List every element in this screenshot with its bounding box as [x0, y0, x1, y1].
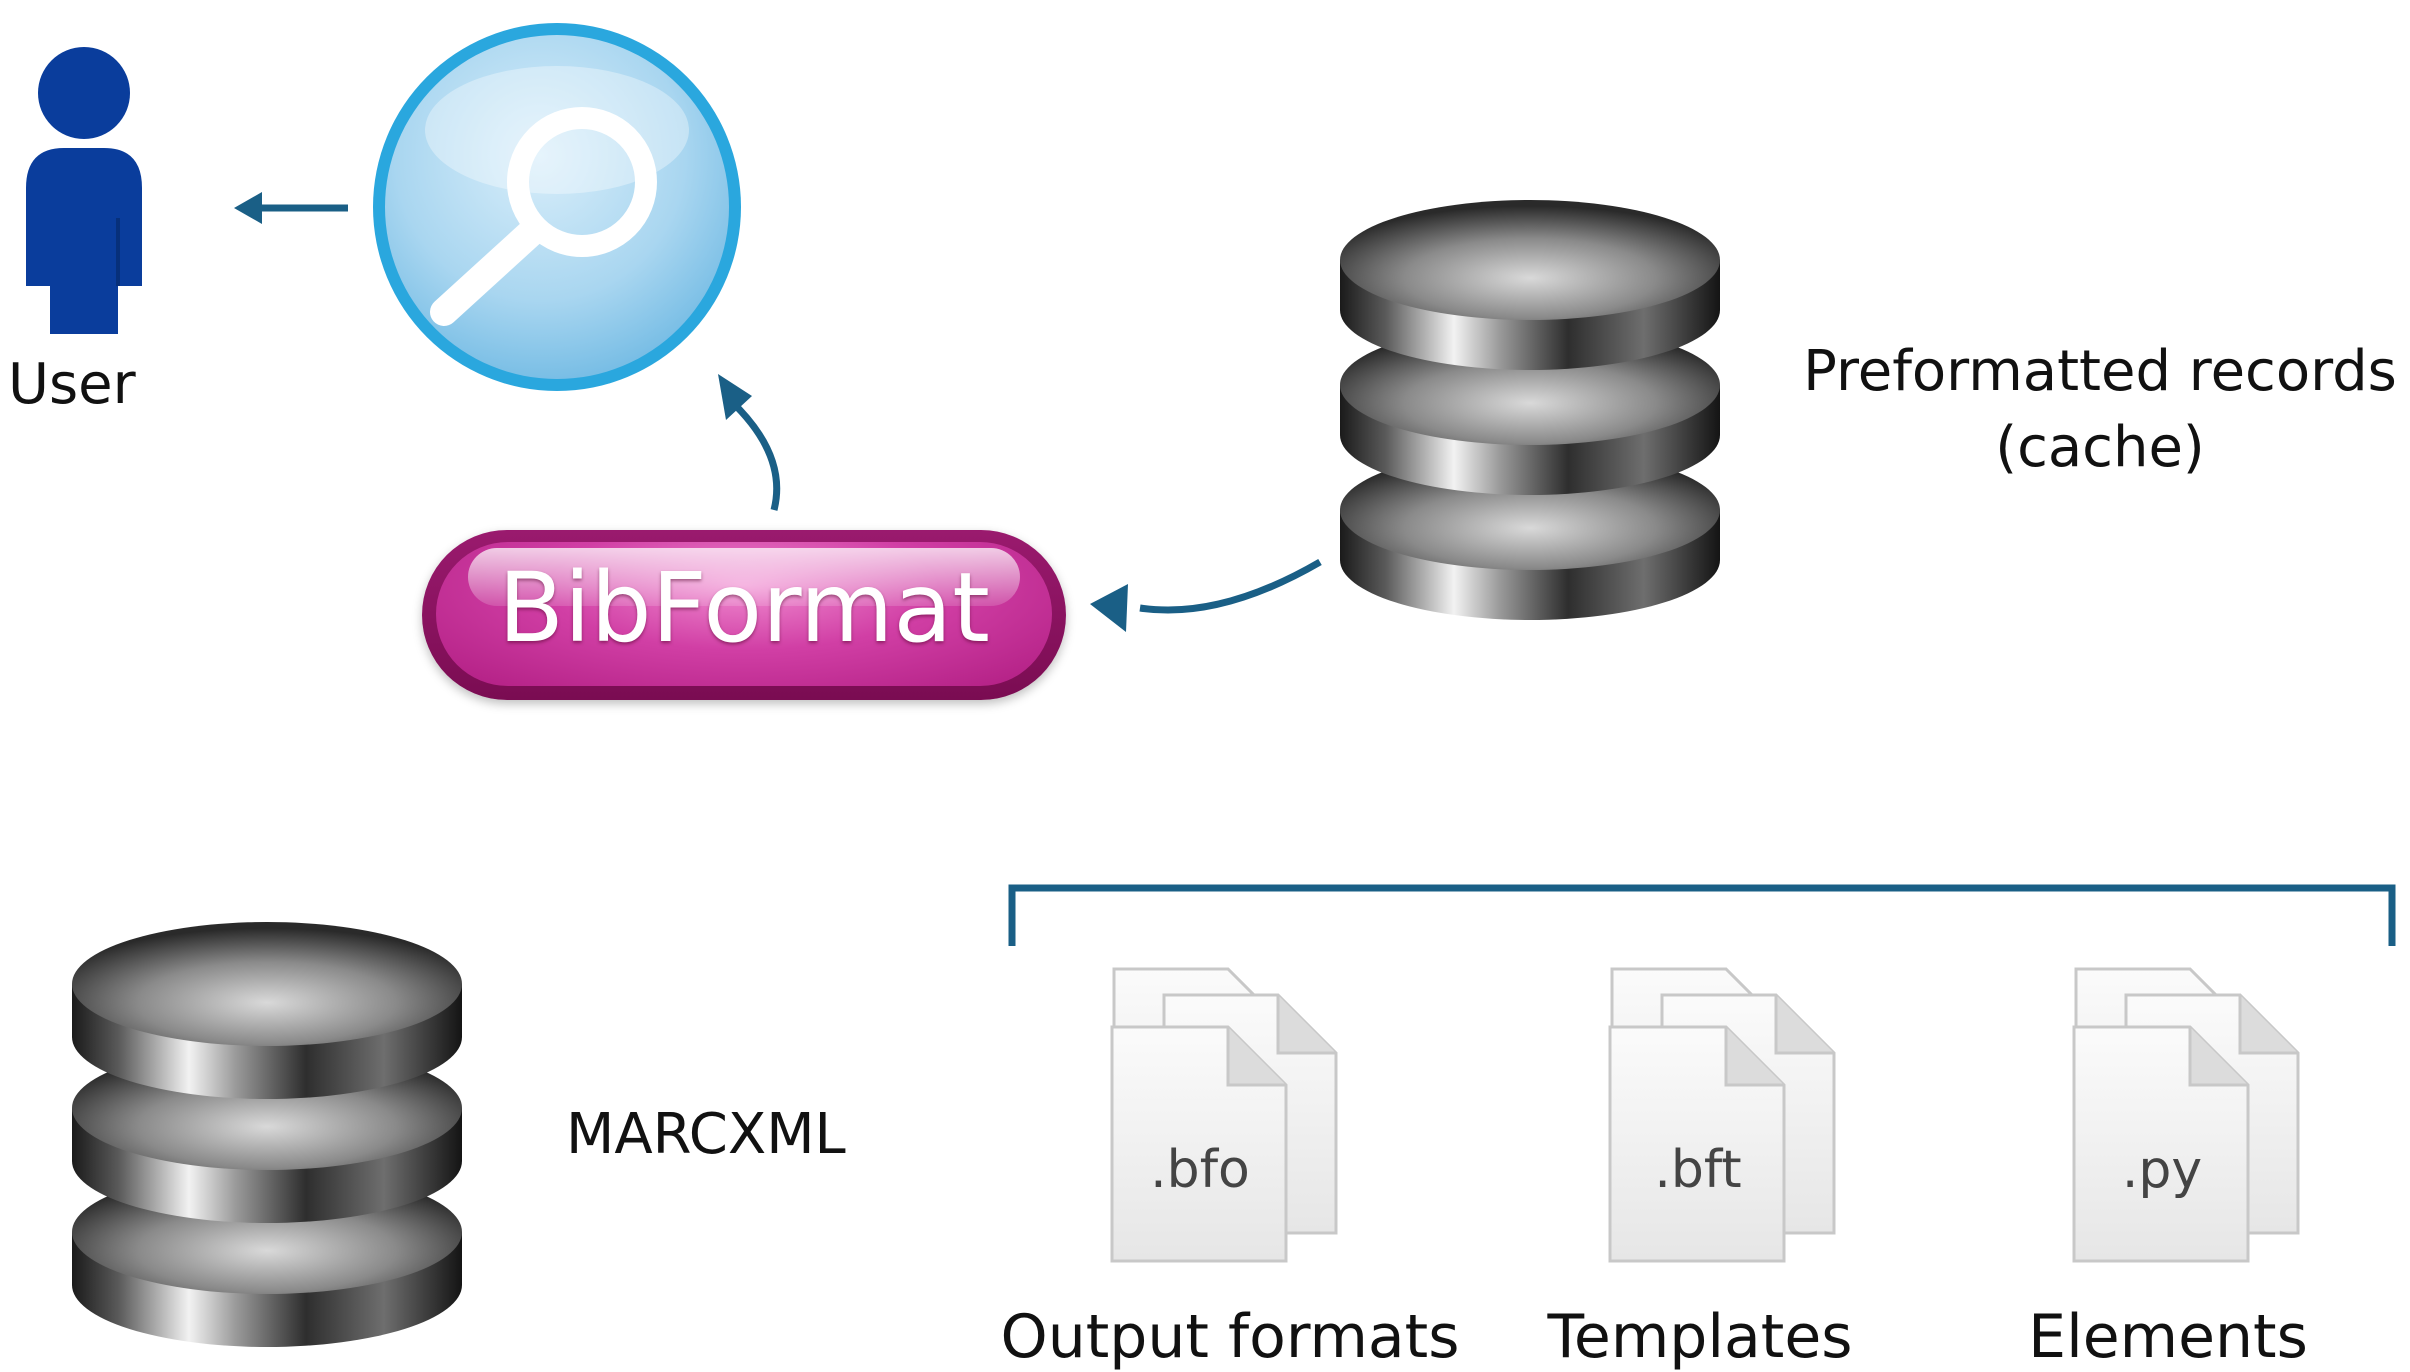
file-stack-py: .py [2070, 965, 2310, 1265]
file-stack-bfo: .bfo [1108, 965, 1348, 1265]
caption-templates: Templates [1547, 1302, 1853, 1372]
bibformat-label: BibFormat [498, 552, 990, 664]
bibformat-button[interactable]: BibFormat [422, 530, 1066, 700]
file-stack-bft: .bft [1606, 965, 1846, 1265]
file-stack-icon [2072, 967, 2300, 1263]
arrow-to-user [234, 192, 348, 224]
file-ext-label: .bft [1654, 1140, 1742, 1200]
cache-label-line1: Preformatted records [1803, 339, 2397, 404]
cache-label: Preformatted records (cache) [1800, 334, 2400, 486]
file-ext-label: .bfo [1150, 1140, 1250, 1200]
search-icon[interactable] [362, 12, 752, 402]
caption-output-formats: Output formats [1000, 1302, 1460, 1372]
caption-elements: Elements [2028, 1302, 2308, 1372]
file-ext-label: .py [2121, 1140, 2203, 1200]
file-stack-icon [1608, 967, 1836, 1263]
bracket [1008, 884, 2396, 946]
user-icon [26, 47, 142, 334]
file-stack-icon [1110, 967, 1338, 1263]
marcxml-database-icon [72, 922, 462, 1347]
arrow-to-search [718, 374, 781, 511]
marcxml-label: MARCXML [566, 1102, 846, 1167]
cache-label-line2: (cache) [1995, 415, 2205, 480]
cache-database-icon [1340, 200, 1720, 620]
bibformat-gloss [468, 548, 1020, 606]
arrow-to-bibformat [1090, 558, 1322, 632]
user-label: User [8, 352, 136, 417]
